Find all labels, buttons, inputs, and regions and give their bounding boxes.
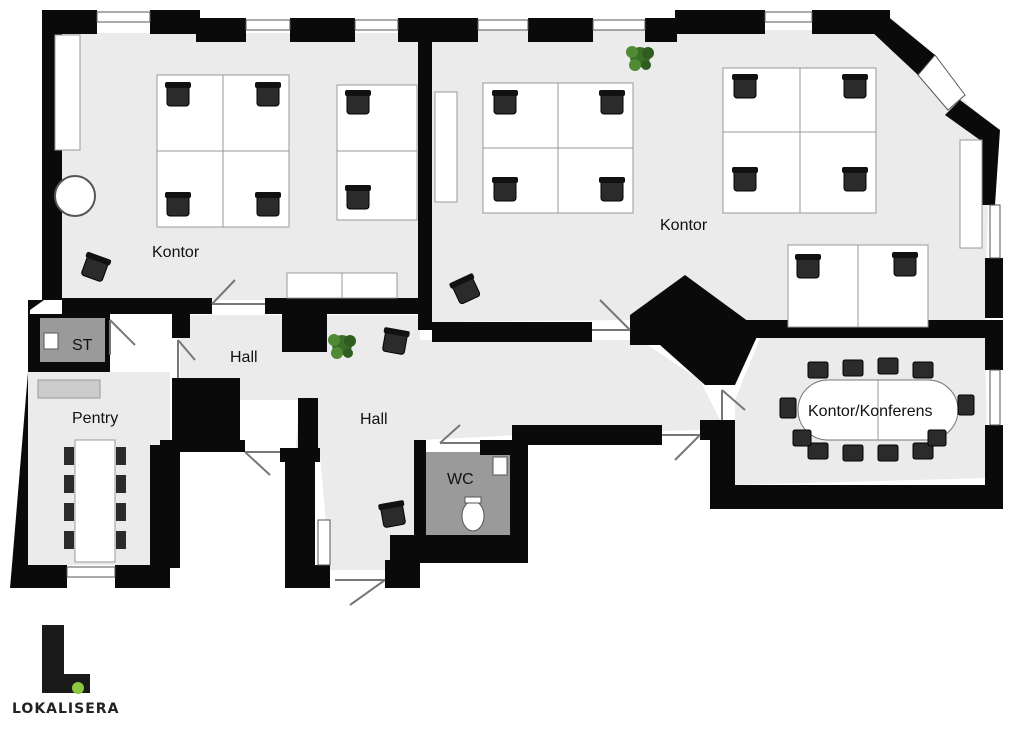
label-conference: Kontor/Konferens bbox=[808, 403, 933, 420]
doors bbox=[109, 279, 746, 606]
windows bbox=[66, 11, 1001, 578]
pantry-furniture bbox=[37, 379, 126, 563]
conference-furniture bbox=[779, 357, 975, 462]
brand-logo: LOKALISERA bbox=[12, 625, 119, 717]
walls bbox=[10, 10, 1003, 588]
desk-cluster-left-b bbox=[336, 84, 418, 221]
desk-cluster-right-a bbox=[482, 82, 634, 214]
label-hall-upper: Hall bbox=[230, 349, 258, 366]
desk-cluster-right-b bbox=[722, 67, 877, 214]
hall-floor bbox=[180, 315, 720, 570]
label-office-left: Kontor bbox=[152, 244, 200, 261]
brand-name: LOKALISERA bbox=[12, 701, 119, 717]
label-hall-main: Hall bbox=[360, 411, 388, 428]
label-office-right: Kontor bbox=[660, 217, 708, 234]
room-labels: Kontor Kontor ST Hall Hall Pentry WC Kon… bbox=[72, 217, 933, 488]
label-wc: WC bbox=[447, 471, 474, 488]
office-left-furniture bbox=[54, 34, 418, 299]
desk-cluster-right-c bbox=[787, 244, 929, 328]
logo-dot-icon bbox=[72, 682, 84, 694]
wc-fixtures bbox=[43, 332, 508, 532]
label-storage: ST bbox=[72, 337, 93, 354]
desk-cluster-left-a bbox=[156, 74, 290, 228]
label-pantry: Pentry bbox=[72, 410, 118, 427]
office-right-furniture bbox=[434, 46, 983, 328]
